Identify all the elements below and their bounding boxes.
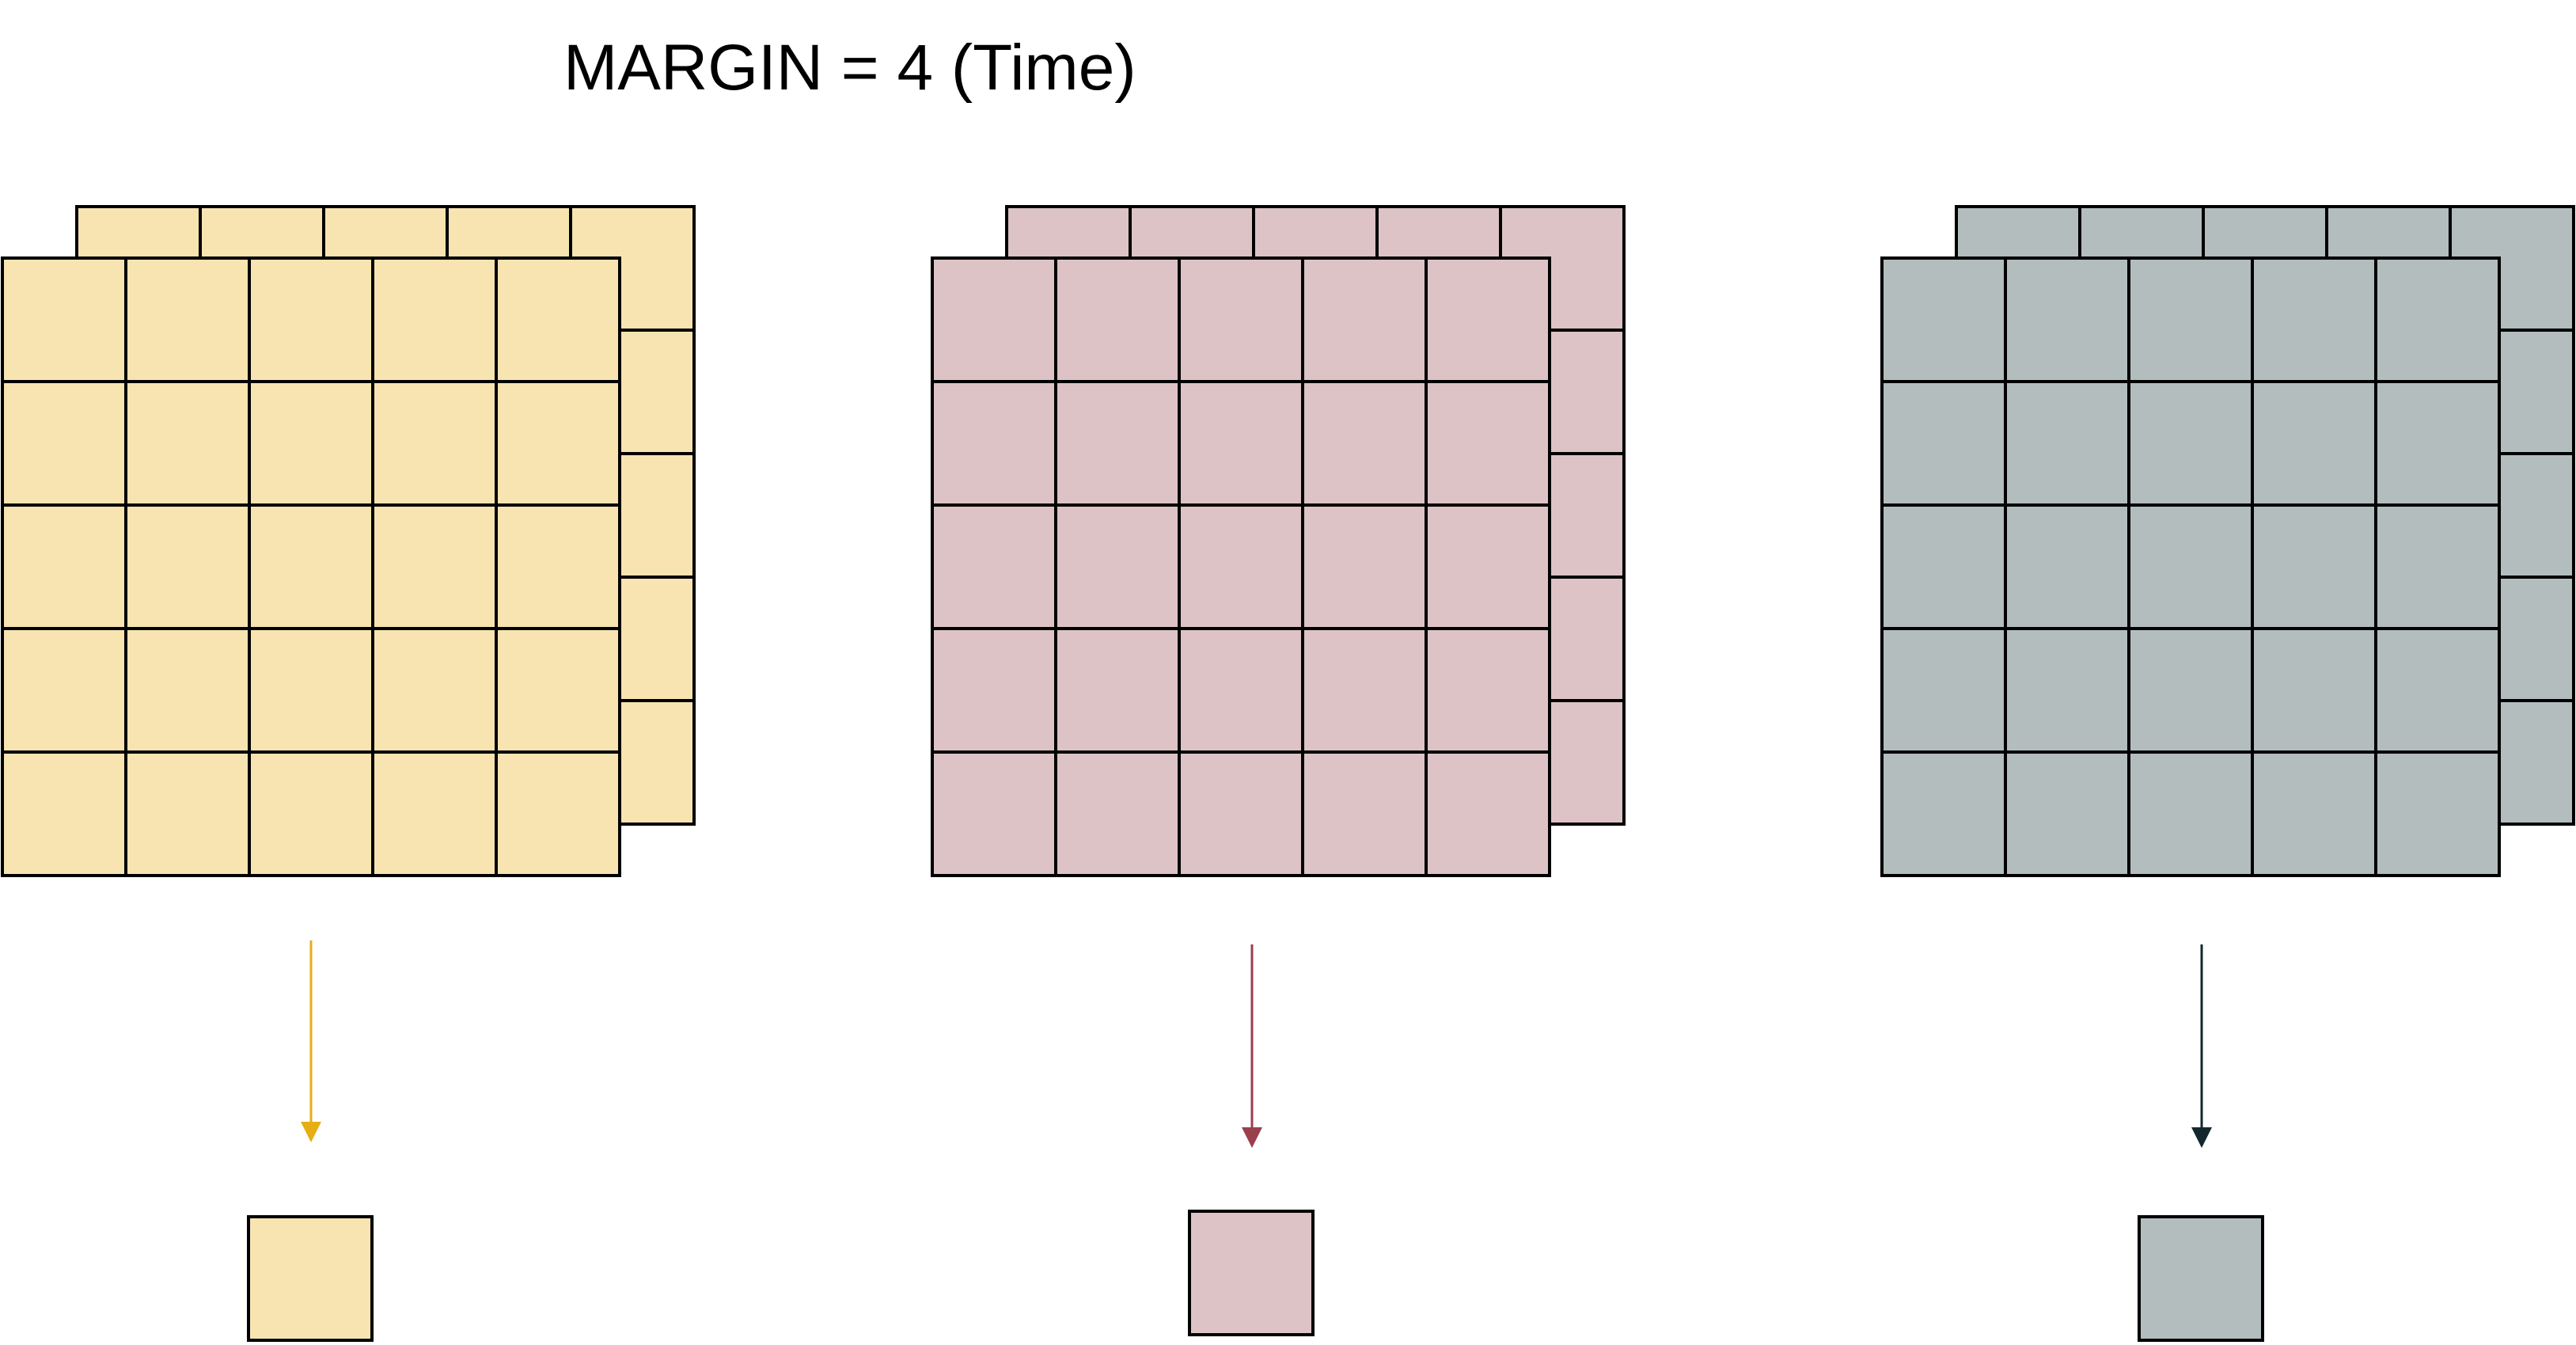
front-yellow-cell-r3-c5 — [495, 503, 621, 630]
front-pink-cell-r2-c2 — [1054, 380, 1181, 507]
front-yellow-cell-r2-c1 — [1, 380, 127, 507]
front-pink-cell-r1-c4 — [1301, 256, 1428, 383]
front-gray-cell-r3-c3 — [2127, 503, 2254, 630]
result-box-pink — [1188, 1210, 1315, 1336]
front-pink-cell-r2-c3 — [1178, 380, 1304, 507]
front-pink-cell-r5-c4 — [1301, 750, 1428, 877]
front-gray-cell-r5-c4 — [2251, 750, 2377, 877]
front-yellow-cell-r5-c3 — [248, 750, 374, 877]
front-pink-cell-r5-c3 — [1178, 750, 1304, 877]
front-yellow-cell-r3-c2 — [124, 503, 251, 630]
front-gray-cell-r2-c1 — [1880, 380, 2007, 507]
front-pink-cell-r4-c5 — [1425, 627, 1551, 754]
front-gray-cell-r2-c3 — [2127, 380, 2254, 507]
front-pink-cell-r1-c3 — [1178, 256, 1304, 383]
tensor-stack-gray — [1880, 205, 2575, 1342]
front-yellow-cell-r1-c1 — [1, 256, 127, 383]
down-arrow-head-yellow — [301, 1122, 321, 1142]
front-pink-cell-r1-c2 — [1054, 256, 1181, 383]
down-arrow-head-pink — [1242, 1127, 1262, 1148]
front-yellow-cell-r4-c1 — [1, 627, 127, 754]
front-pink-cell-r4-c3 — [1178, 627, 1304, 754]
front-gray-cell-r1-c5 — [2374, 256, 2501, 383]
front-gray-cell-r2-c5 — [2374, 380, 2501, 507]
front-yellow-cell-r5-c4 — [371, 750, 498, 877]
front-gray-cell-r4-c4 — [2251, 627, 2377, 754]
front-pink-cell-r3-c3 — [1178, 503, 1304, 630]
front-gray-cell-r5-c1 — [1880, 750, 2007, 877]
front-layer-yellow — [1, 256, 621, 877]
front-yellow-cell-r3-c1 — [1, 503, 127, 630]
front-yellow-cell-r2-c3 — [248, 380, 374, 507]
front-gray-cell-r4-c1 — [1880, 627, 2007, 754]
front-pink-cell-r3-c4 — [1301, 503, 1428, 630]
front-yellow-cell-r5-c5 — [495, 750, 621, 877]
front-yellow-cell-r1-c2 — [124, 256, 251, 383]
front-pink-cell-r5-c1 — [931, 750, 1057, 877]
front-yellow-cell-r1-c3 — [248, 256, 374, 383]
front-gray-cell-r4-c2 — [2004, 627, 2130, 754]
front-pink-cell-r3-c1 — [931, 503, 1057, 630]
front-yellow-cell-r5-c2 — [124, 750, 251, 877]
front-pink-cell-r2-c5 — [1425, 380, 1551, 507]
front-pink-cell-r2-c4 — [1301, 380, 1428, 507]
front-yellow-cell-r4-c4 — [371, 627, 498, 754]
front-pink-cell-r4-c4 — [1301, 627, 1428, 754]
front-layer-gray — [1880, 256, 2501, 877]
front-gray-cell-r4-c3 — [2127, 627, 2254, 754]
front-yellow-cell-r4-c5 — [495, 627, 621, 754]
front-pink-cell-r1-c5 — [1425, 256, 1551, 383]
front-gray-cell-r3-c5 — [2374, 503, 2501, 630]
front-pink-cell-r2-c1 — [931, 380, 1057, 507]
front-pink-cell-r5-c2 — [1054, 750, 1181, 877]
front-yellow-cell-r4-c3 — [248, 627, 374, 754]
front-layer-pink — [931, 256, 1551, 877]
front-gray-cell-r3-c1 — [1880, 503, 2007, 630]
front-yellow-cell-r4-c2 — [124, 627, 251, 754]
front-gray-cell-r1-c4 — [2251, 256, 2377, 383]
diagram-title: MARGIN = 4 (Time) — [563, 32, 1136, 104]
front-pink-cell-r4-c2 — [1054, 627, 1181, 754]
front-pink-cell-r3-c5 — [1425, 503, 1551, 630]
front-yellow-cell-r2-c5 — [495, 380, 621, 507]
front-gray-cell-r3-c2 — [2004, 503, 2130, 630]
result-box-gray — [2138, 1215, 2264, 1342]
front-gray-cell-r2-c4 — [2251, 380, 2377, 507]
front-pink-cell-r5-c5 — [1425, 750, 1551, 877]
down-arrow-head-gray — [2191, 1127, 2212, 1148]
front-gray-cell-r1-c2 — [2004, 256, 2130, 383]
front-yellow-cell-r1-c4 — [371, 256, 498, 383]
front-yellow-cell-r3-c3 — [248, 503, 374, 630]
front-gray-cell-r5-c5 — [2374, 750, 2501, 877]
front-yellow-cell-r3-c4 — [371, 503, 498, 630]
front-yellow-cell-r2-c2 — [124, 380, 251, 507]
front-gray-cell-r2-c2 — [2004, 380, 2130, 507]
front-gray-cell-r3-c4 — [2251, 503, 2377, 630]
front-yellow-cell-r5-c1 — [1, 750, 127, 877]
front-pink-cell-r1-c1 — [931, 256, 1057, 383]
front-pink-cell-r3-c2 — [1054, 503, 1181, 630]
front-yellow-cell-r1-c5 — [495, 256, 621, 383]
front-gray-cell-r5-c3 — [2127, 750, 2254, 877]
front-gray-cell-r5-c2 — [2004, 750, 2130, 877]
front-yellow-cell-r2-c4 — [371, 380, 498, 507]
result-box-yellow — [247, 1215, 374, 1342]
tensor-stack-pink — [931, 205, 1626, 1336]
front-gray-cell-r1-c1 — [1880, 256, 2007, 383]
front-gray-cell-r1-c3 — [2127, 256, 2254, 383]
tensor-stack-yellow — [1, 205, 696, 1342]
front-gray-cell-r4-c5 — [2374, 627, 2501, 754]
front-pink-cell-r4-c1 — [931, 627, 1057, 754]
